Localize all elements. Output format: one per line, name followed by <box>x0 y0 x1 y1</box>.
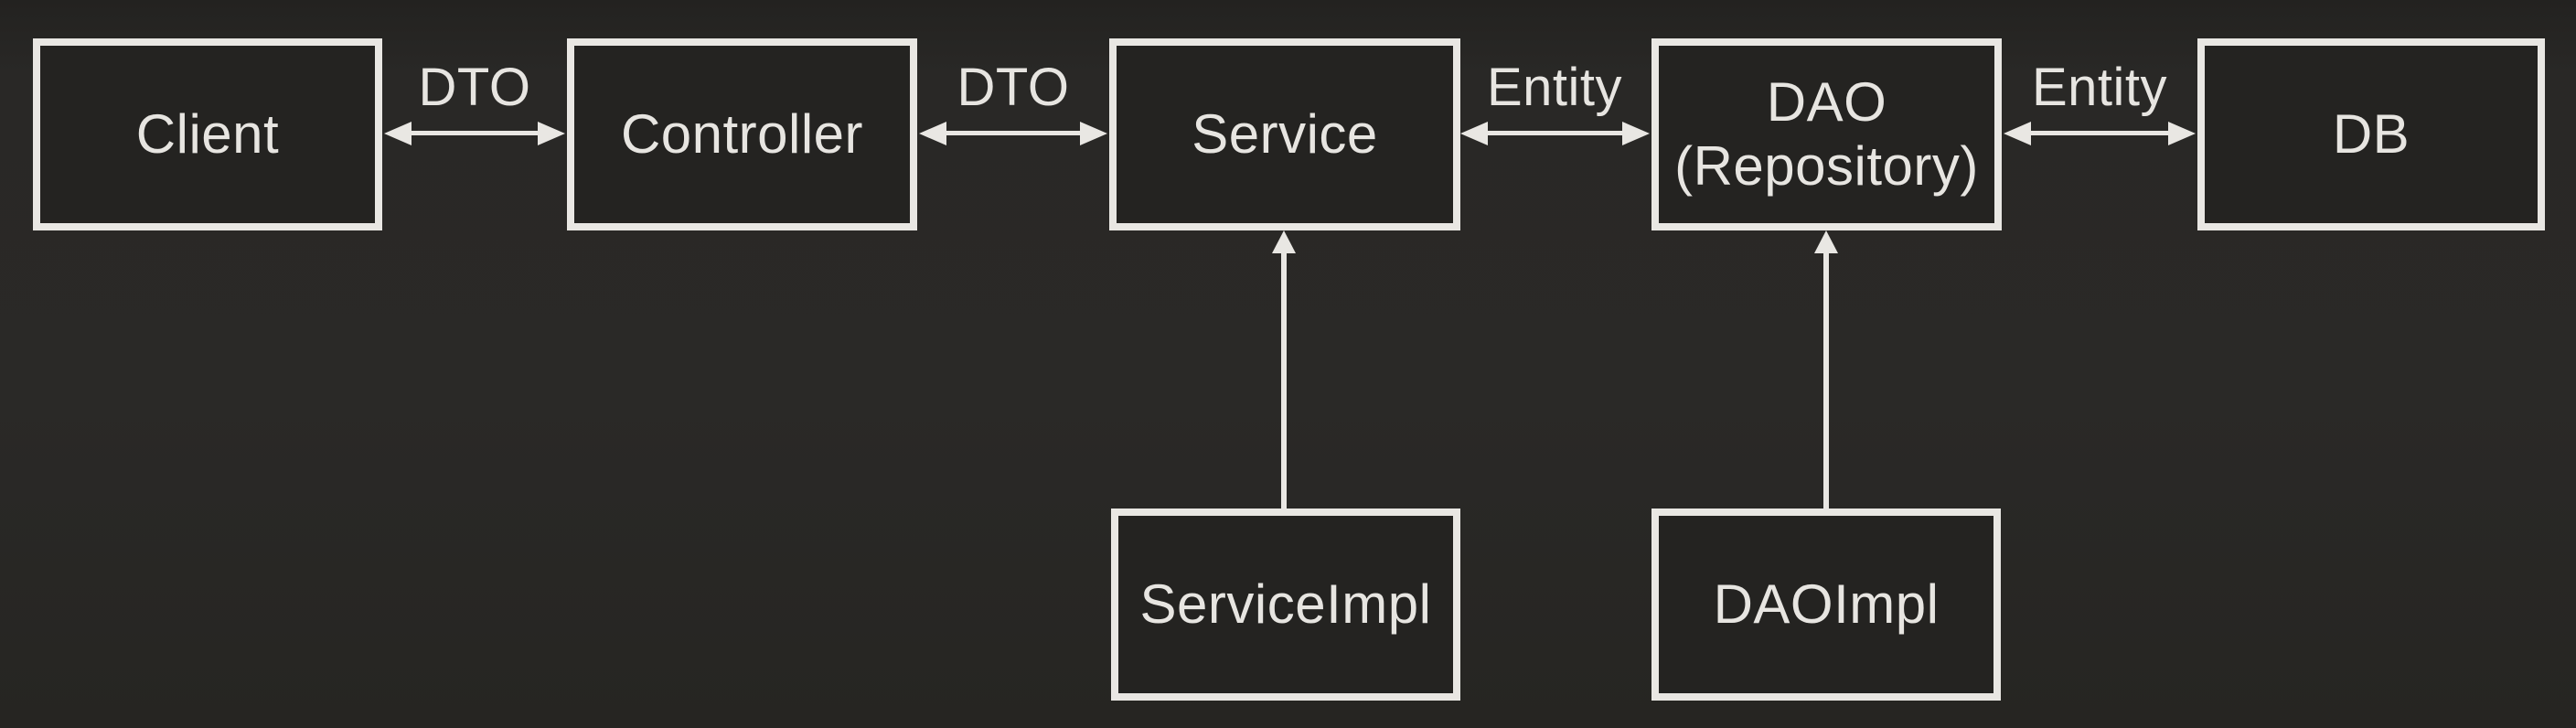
arrow-daoimpl-dao <box>1823 252 1829 509</box>
node-dao: DAO (Repository) <box>1651 38 2002 230</box>
node-service-impl: ServiceImpl <box>1111 509 1460 701</box>
arrow-serviceimpl-service <box>1281 252 1287 509</box>
node-controller: Controller <box>567 38 917 230</box>
edge-label-entity-2: Entity <box>2031 58 2168 117</box>
edge-label-dto-2: DTO <box>957 58 1070 117</box>
edge-label-entity-1: Entity <box>1486 58 1623 117</box>
node-db: DB <box>2197 38 2545 230</box>
arrow-controller-service <box>946 131 1081 135</box>
node-service-impl-label: ServiceImpl <box>1139 573 1432 636</box>
node-db-label: DB <box>2332 103 2410 166</box>
arrow-dao-db <box>2030 131 2169 135</box>
node-dao-impl-label: DAOImpl <box>1713 573 1940 636</box>
node-dao-label-line2: (Repository) <box>1674 135 1979 197</box>
node-dao-label-line1: DAO <box>1766 71 1887 134</box>
node-client-label: Client <box>135 103 280 166</box>
node-service: Service <box>1109 38 1460 230</box>
node-service-label: Service <box>1192 103 1378 166</box>
node-controller-label: Controller <box>620 103 864 166</box>
arrow-service-dao <box>1487 131 1623 135</box>
arrow-client-controller <box>411 131 539 135</box>
node-dao-impl: DAOImpl <box>1651 509 2001 701</box>
edge-label-dto-1: DTO <box>418 58 531 117</box>
node-client: Client <box>33 38 382 230</box>
